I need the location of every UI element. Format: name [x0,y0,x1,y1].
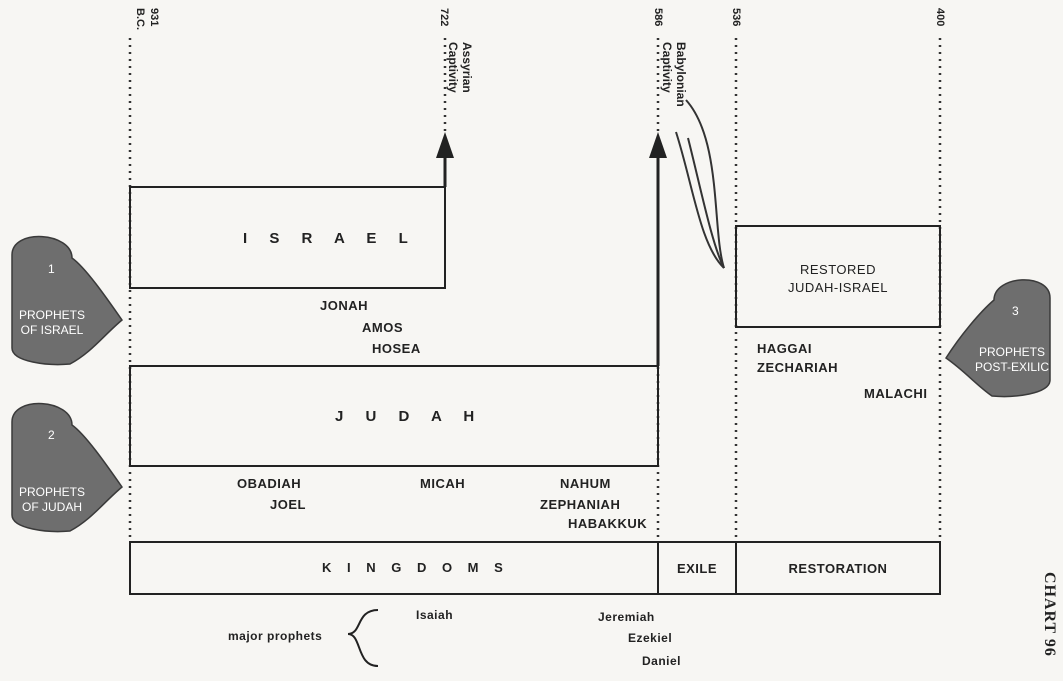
prophet-hosea: HOSEA [372,341,421,356]
babylonian-label-line1: Babylonian [674,42,688,107]
restored-title-line2: JUDAH-ISRAEL [788,280,888,295]
prophet-zechariah: ZECHARIAH [757,360,839,375]
major-prophet-isaiah: Isaiah [416,608,454,622]
group-1-label: PROPHETS OF ISRAEL [18,308,85,337]
prophet-jonah: JONAH [320,298,369,313]
assyrian-label-line1: Assyrian [460,42,474,93]
israel-box [129,186,446,289]
return-curve-3 [685,99,725,269]
israel-title: I S R A E L [243,230,417,247]
group-3-heart-shape [944,279,1051,398]
prophet-malachi: MALACHI [864,386,928,401]
assyrian-arrow-head [436,132,454,158]
prophet-micah: MICAH [420,476,466,491]
date-label-586: 586 [652,8,664,27]
prophet-joel: JOEL [270,497,306,512]
date-label-bc: B.C. [134,8,146,30]
prophet-habakkuk: HABAKKUK [568,516,648,531]
date-label-400: 400 [934,8,946,27]
date-label-536: 536 [730,8,742,27]
assyrian-label-line2: Captivity [446,42,460,93]
major-prophet-jeremiah: Jeremiah [598,610,655,624]
return-curve-1 [687,137,725,269]
judah-box [129,365,659,467]
exile-label: EXILE [676,561,718,576]
restored-box [735,225,941,328]
date-label-931: 931 [148,8,160,27]
prophet-obadiah: OBADIAH [237,476,302,491]
babylonian-label-line2: Captivity [660,42,674,93]
judah-title: J U D A H [335,408,484,425]
group-1-heart-shape [11,235,124,366]
group-1-number: 1 [48,262,55,276]
group-3-label: PROPHETS POST-EXILIC [974,345,1050,374]
major-prophet-daniel: Daniel [642,654,682,668]
babylonian-arrow-head [649,132,667,158]
major-prophets-brace [347,609,379,667]
kingdoms-label: K I N G D O M S [322,560,509,575]
restored-title-line1: RESTORED [800,262,876,277]
return-curve-2 [675,131,725,269]
group-2-heart-shape [11,402,124,533]
major-prophet-ezekiel: Ezekiel [628,631,673,645]
prophet-nahum: NAHUM [560,476,611,491]
major-prophets-label: major prophets [228,629,323,643]
chart-number-label: CHART 96 [1041,572,1058,657]
restoration-label: RESTORATION [788,561,888,576]
prophet-amos: AMOS [362,320,403,335]
group-2-label: PROPHETS OF JUDAH [18,485,85,514]
group-3-number: 3 [1012,304,1019,318]
prophet-zephaniah: ZEPHANIAH [540,497,621,512]
group-2-number: 2 [48,428,55,442]
date-label-722: 722 [438,8,450,27]
kingdoms-band [129,541,941,595]
prophet-haggai: HAGGAI [757,341,812,356]
